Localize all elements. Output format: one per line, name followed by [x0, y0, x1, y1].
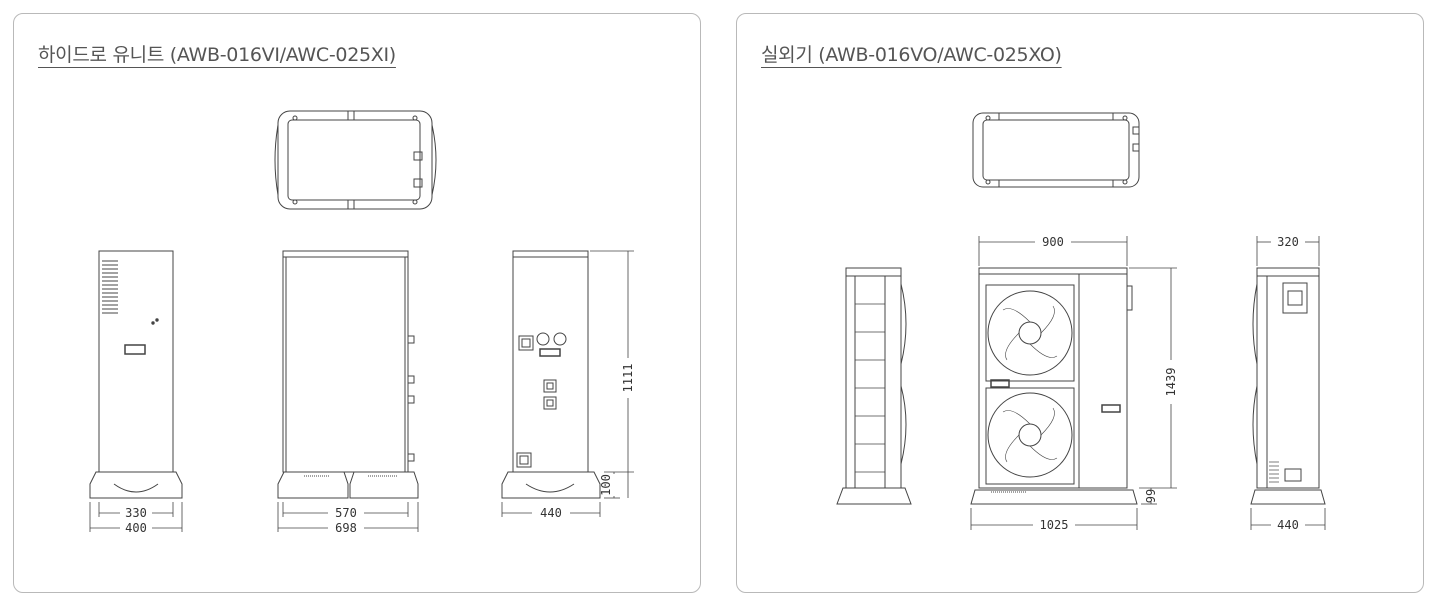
outdoor-dimension-lines [970, 236, 1326, 530]
dim-400: 400 [125, 521, 147, 535]
outdoor-front-view [970, 267, 1138, 505]
hydro-front-view [277, 250, 419, 499]
dim-570: 570 [335, 506, 357, 520]
dim-440: 440 [540, 506, 562, 520]
dim-1439: 1439 [1164, 368, 1178, 397]
hydro-unit-title: 하이드로 유니트 (AWB-016VI/AWC-025XI) [38, 44, 396, 66]
dim-440-outdoor: 440 [1277, 518, 1299, 532]
outdoor-side-view [836, 267, 912, 505]
hydro-right-view [501, 250, 601, 499]
hydro-dimension-lines [89, 250, 634, 532]
outdoor-unit-title: 실외기 (AWB-016VO/AWC-025XO) [761, 44, 1062, 66]
dim-1111: 1111 [621, 364, 635, 393]
dim-320: 320 [1277, 235, 1299, 249]
outdoor-unit-drawing: 900 1025 1439 99 320 440 [836, 112, 1326, 532]
dim-1025: 1025 [1040, 518, 1069, 532]
outdoor-unit-panel: 실외기 (AWB-016VO/AWC-025XO) [736, 13, 1424, 593]
hydro-unit-panel: 하이드로 유니트 (AWB-016VI/AWC-025XI) [13, 13, 701, 593]
hydro-top-view [274, 110, 437, 210]
hydro-unit-drawing: 330 400 570 698 440 1111 100 [89, 110, 635, 535]
hydro-side-view [89, 250, 183, 499]
dim-900: 900 [1042, 235, 1064, 249]
dim-330: 330 [125, 506, 147, 520]
dim-99: 99 [1144, 489, 1158, 503]
outdoor-right-view [1250, 267, 1326, 505]
outdoor-top-view [972, 112, 1140, 188]
dim-698: 698 [335, 521, 357, 535]
dim-100: 100 [599, 474, 613, 496]
